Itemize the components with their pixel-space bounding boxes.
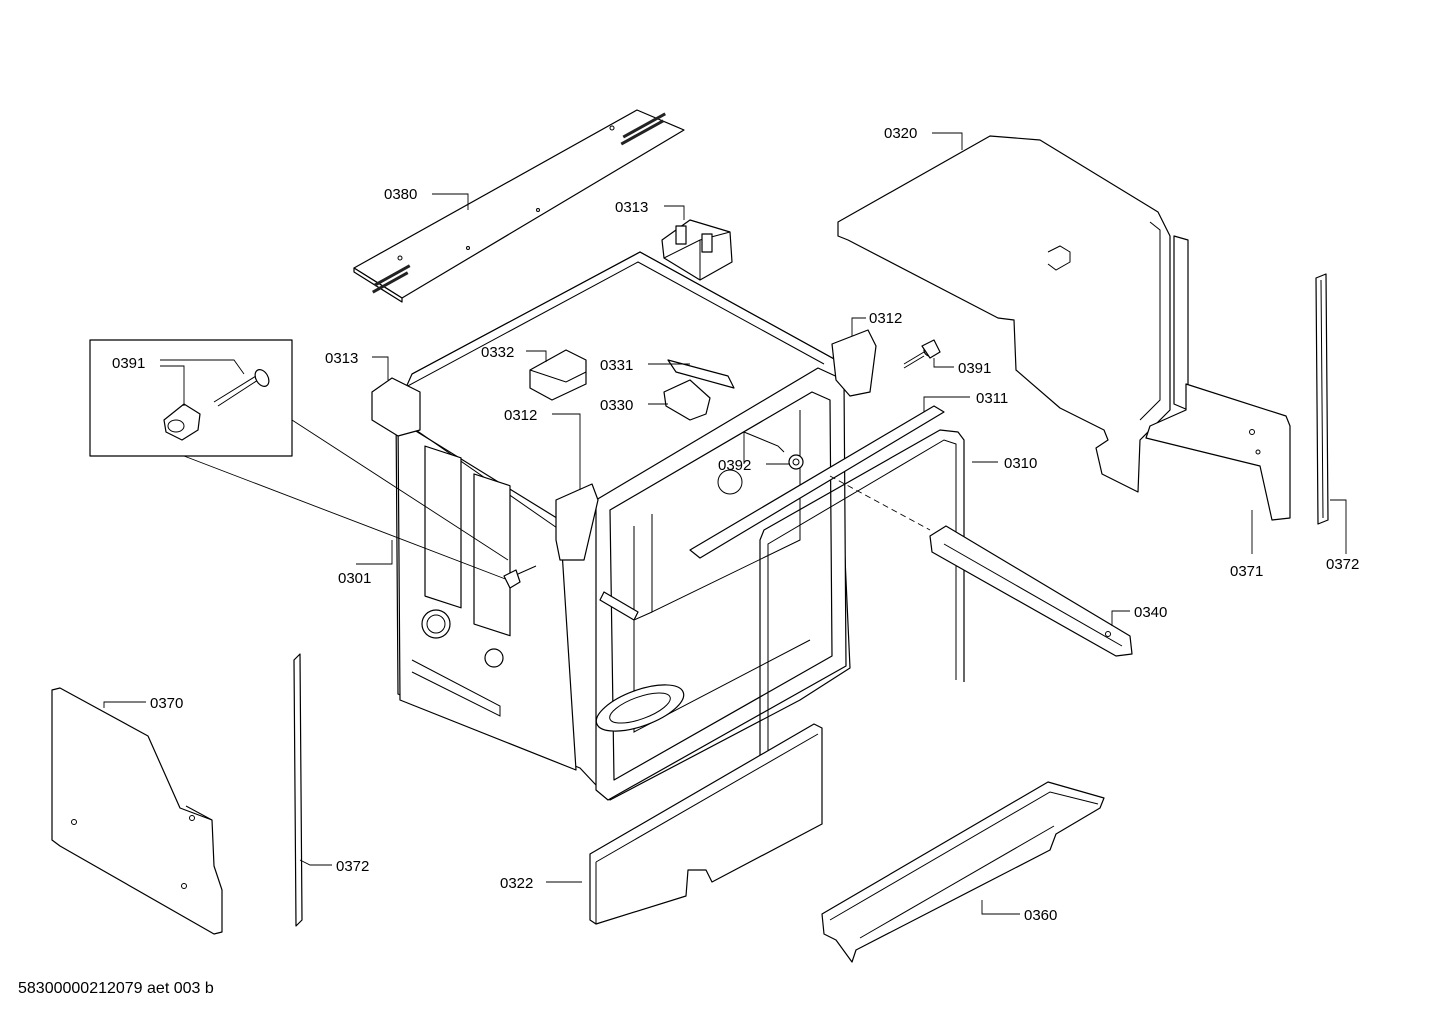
top-cover-plate-part xyxy=(353,109,685,303)
callout-0312-left: 0312 xyxy=(504,407,537,424)
callout-0360: 0360 xyxy=(1024,907,1057,924)
base-tray-part xyxy=(821,781,1105,963)
callout-0370: 0370 xyxy=(150,695,183,712)
callout-0310: 0310 xyxy=(1004,455,1037,472)
assembly-axis xyxy=(829,475,931,531)
tub-frame-part xyxy=(371,251,965,801)
upper-bracket-part xyxy=(661,219,733,281)
callout-0371: 0371 xyxy=(1230,563,1263,580)
callout-0313-upper: 0313 xyxy=(615,199,648,216)
callout-0301: 0301 xyxy=(338,570,371,587)
sliding-rail-part xyxy=(929,525,1133,657)
left-side-panel-part xyxy=(51,687,223,935)
detail-inset-box xyxy=(89,339,537,589)
callout-0313-tub: 0313 xyxy=(325,350,358,367)
callout-0391-right: 0391 xyxy=(958,360,991,377)
callout-0372-left: 0372 xyxy=(336,858,369,875)
left-trim-strip-part xyxy=(293,653,303,927)
side-rail-part xyxy=(1145,383,1291,521)
callout-0392: 0392 xyxy=(718,457,751,474)
callout-0391-inset: 0391 xyxy=(112,355,145,372)
callout-0322: 0322 xyxy=(500,875,533,892)
callout-0372-right: 0372 xyxy=(1326,556,1359,573)
document-id: 58300000212079 aet 003 b xyxy=(18,980,214,997)
callout-0332: 0332 xyxy=(481,344,514,361)
callout-0312-right: 0312 xyxy=(869,310,902,327)
callout-0320: 0320 xyxy=(884,125,917,142)
callout-0330: 0330 xyxy=(600,397,633,414)
callout-labels: 0380 0313 0320 0391 0313 0332 0331 0330 … xyxy=(112,125,1359,924)
callout-0340: 0340 xyxy=(1134,604,1167,621)
right-trim-strip-part xyxy=(1315,273,1329,525)
screw-anchor-part xyxy=(903,339,941,369)
callout-0331: 0331 xyxy=(600,357,633,374)
callout-0380: 0380 xyxy=(384,186,417,203)
leader-lines xyxy=(103,132,1347,915)
insulation-mat-part xyxy=(837,135,1189,493)
callout-0311: 0311 xyxy=(976,390,1008,407)
kick-plate-part xyxy=(589,723,823,925)
